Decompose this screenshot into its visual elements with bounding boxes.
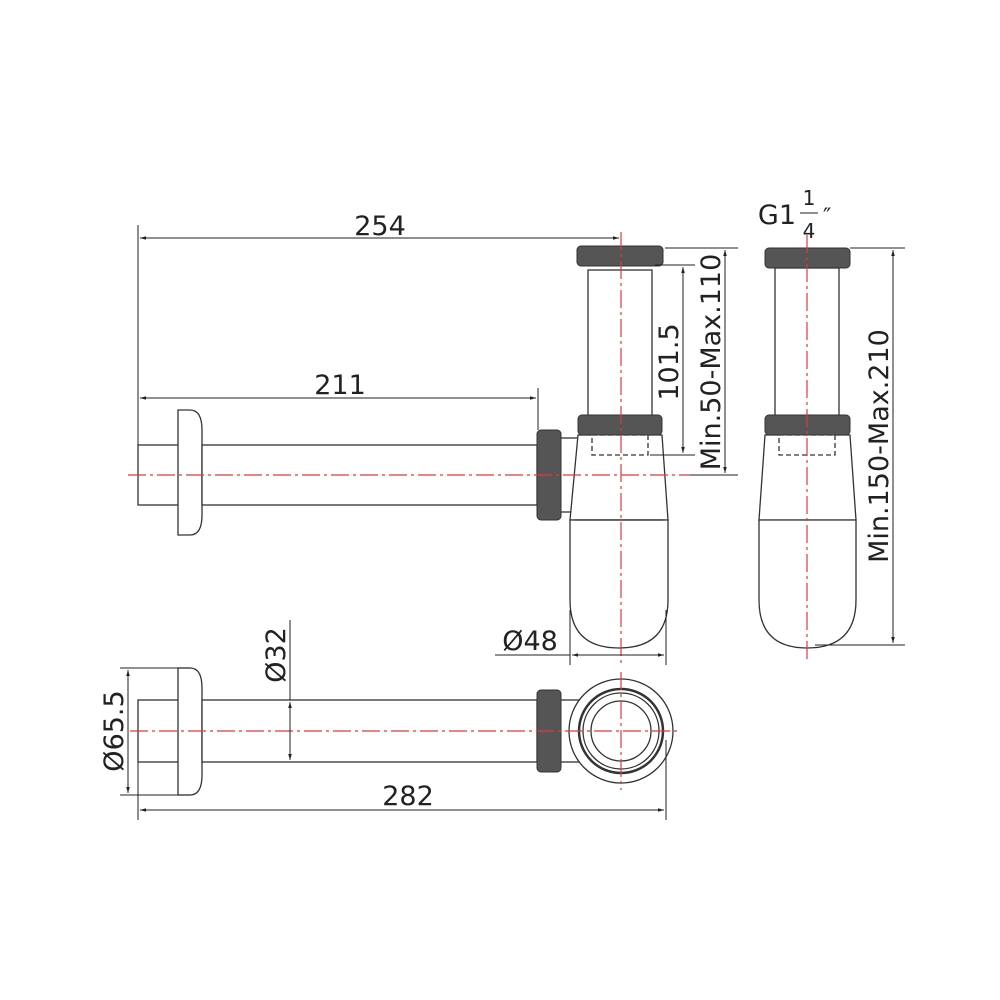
label-101-5: 101.5 (654, 323, 685, 400)
thread-numerator: 1 (803, 186, 816, 210)
label-282: 282 (382, 781, 434, 812)
thread-denominator: 4 (803, 219, 816, 243)
dimension-65-5: Ø65.5 (99, 667, 190, 796)
thread-label: G1 1 4 ″ (758, 186, 831, 243)
front-view (128, 232, 690, 665)
top-view (130, 667, 680, 796)
label-254: 254 (354, 211, 406, 242)
trap-bowl (569, 519, 669, 649)
label-min150-max210: Min.150-Max.210 (864, 329, 895, 563)
dimension-48: Ø48 (495, 610, 667, 665)
dimension-32: Ø32 (261, 620, 292, 760)
dimension-211: 211 (140, 370, 539, 430)
riser-tube (587, 269, 653, 421)
label-min50-max110: Min.50-Max.110 (696, 254, 727, 471)
tube-insert-hidden (591, 434, 649, 456)
label-d65-5: Ø65.5 (99, 690, 130, 771)
thread-unit: ″ (823, 205, 831, 230)
dimension-height-adjust: Min.50-Max.110 (665, 247, 738, 476)
top-nut (576, 245, 664, 267)
dimension-101-5: 101.5 (650, 264, 695, 456)
side-view: G1 1 4 ″ (758, 186, 857, 660)
label-d48: Ø48 (502, 626, 558, 657)
trap-ring (577, 414, 663, 436)
thread-prefix: G1 (758, 200, 796, 231)
wall-flange (177, 409, 203, 536)
label-211: 211 (314, 370, 366, 401)
dimension-254: 254 (137, 211, 619, 445)
dimension-total-height: Min.150-Max.210 (815, 247, 905, 646)
label-d32: Ø32 (261, 627, 292, 683)
dimension-282: 282 (137, 740, 667, 820)
